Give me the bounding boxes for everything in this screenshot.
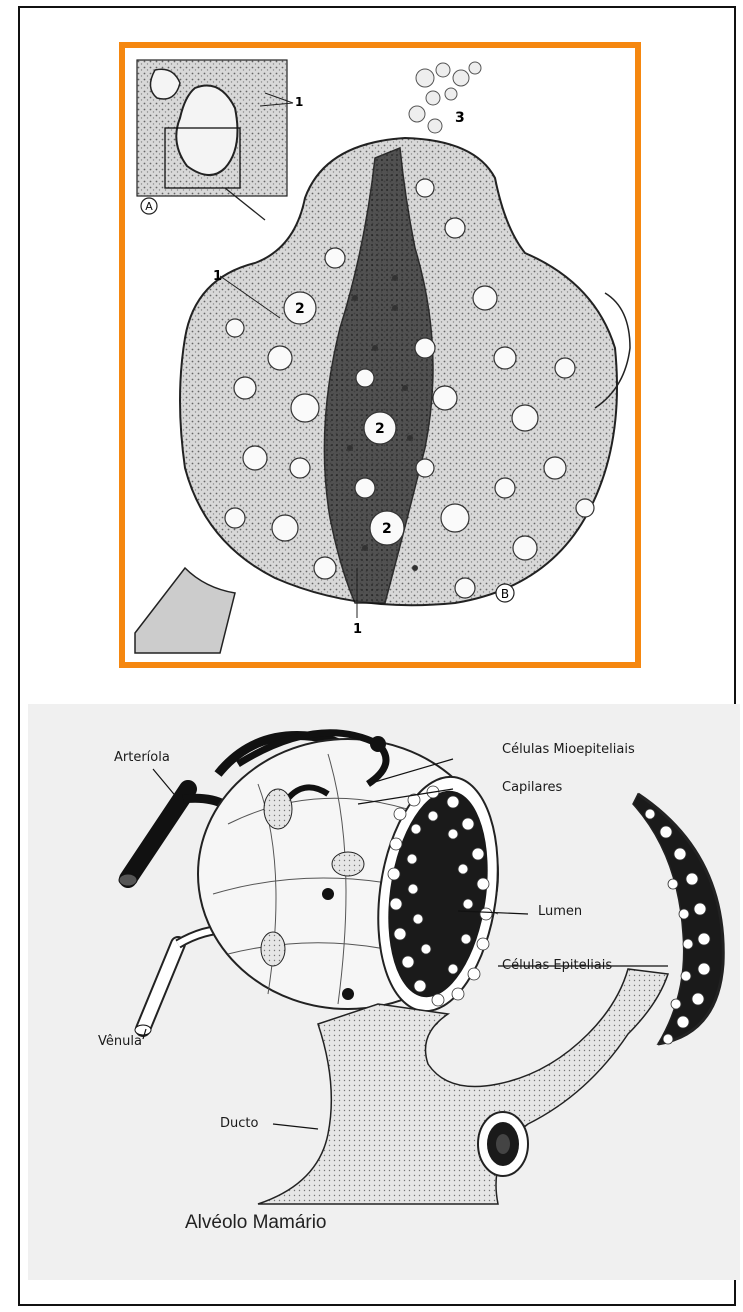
label-2b: 2: [375, 421, 385, 437]
alveolus-drawing: [28, 704, 740, 1280]
label-venula: Vênula: [98, 1034, 142, 1049]
alveolus-b: 1 1 2 2 2 B: [135, 138, 630, 653]
label-3: 3: [455, 110, 465, 126]
label-1c: 1: [353, 622, 362, 637]
label-capilares: Capilares: [502, 780, 562, 795]
panel-a-marker: A: [145, 200, 153, 213]
label-arteriola: Arteríola: [114, 750, 170, 765]
histology-drawing: A 1 3: [125, 48, 635, 662]
label-celulas-mioepiteliais: Células Mioepiteliais: [502, 742, 635, 757]
label-ducto: Ducto: [220, 1116, 258, 1131]
histology-figure: A 1 3: [119, 42, 641, 668]
alveolus-diagram: Arteríola Células Mioepiteliais Capilare…: [28, 704, 740, 1280]
label-1b: 1: [213, 269, 222, 284]
panel-b-marker: B: [501, 587, 509, 601]
diagram-caption: Alvéolo Mamário: [185, 1212, 327, 1234]
label-2a: 2: [295, 301, 305, 317]
label-lumen: Lumen: [538, 904, 582, 919]
secretion-droplets: 3: [409, 62, 481, 133]
label-celulas-epiteliais: Células Epiteliais: [502, 958, 612, 973]
label-2c: 2: [382, 521, 392, 537]
inset-a: A 1: [137, 60, 303, 220]
label-1a: 1: [295, 95, 303, 109]
